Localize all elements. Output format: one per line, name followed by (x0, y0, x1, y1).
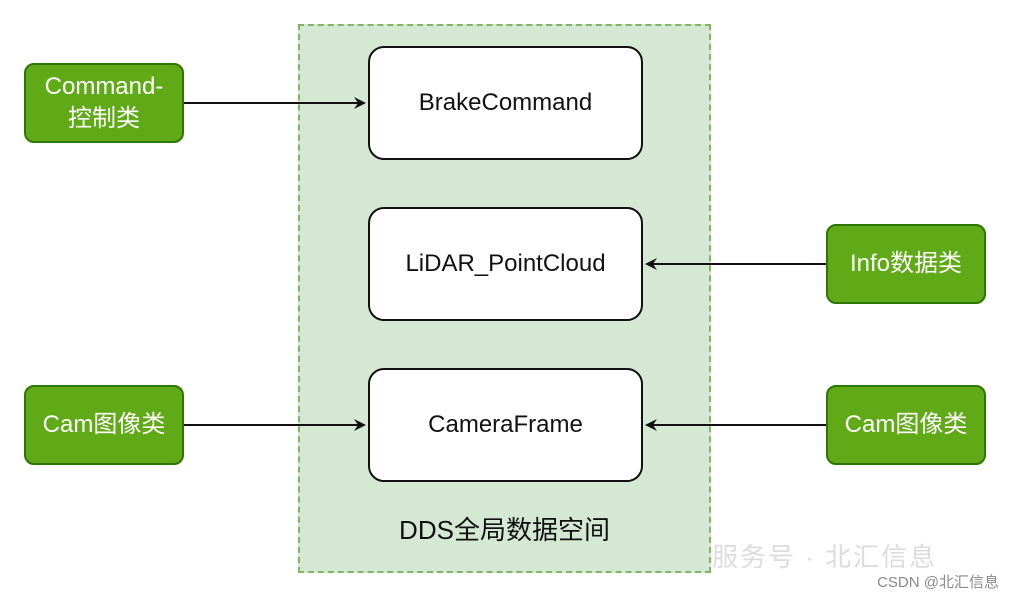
source-cam-right-label: Cam图像类 (844, 411, 968, 438)
topic-camera-frame: CameraFrame (368, 368, 643, 482)
dds-space-label: DDS全局数据空间 (399, 515, 610, 545)
source-cam-left-label: Cam图像类 (42, 411, 166, 438)
source-cam-image-left: Cam图像类 (24, 385, 184, 465)
source-info-label: Info数据类 (849, 250, 963, 277)
source-info-data: Info数据类 (826, 224, 986, 304)
source-command-line1: Command- (44, 73, 164, 100)
source-command-line2: 控制类 (68, 105, 140, 132)
source-cam-image-right: Cam图像类 (826, 385, 986, 465)
topic-lidar-pointcloud: LiDAR_PointCloud (368, 207, 643, 321)
topic-brake-command: BrakeCommand (368, 46, 643, 160)
csdn-watermark: CSDN @北汇信息 (877, 574, 999, 591)
faded-watermark: 服务号 · 北汇信息 (712, 542, 938, 572)
source-command-control: Command- 控制类 (24, 63, 184, 143)
